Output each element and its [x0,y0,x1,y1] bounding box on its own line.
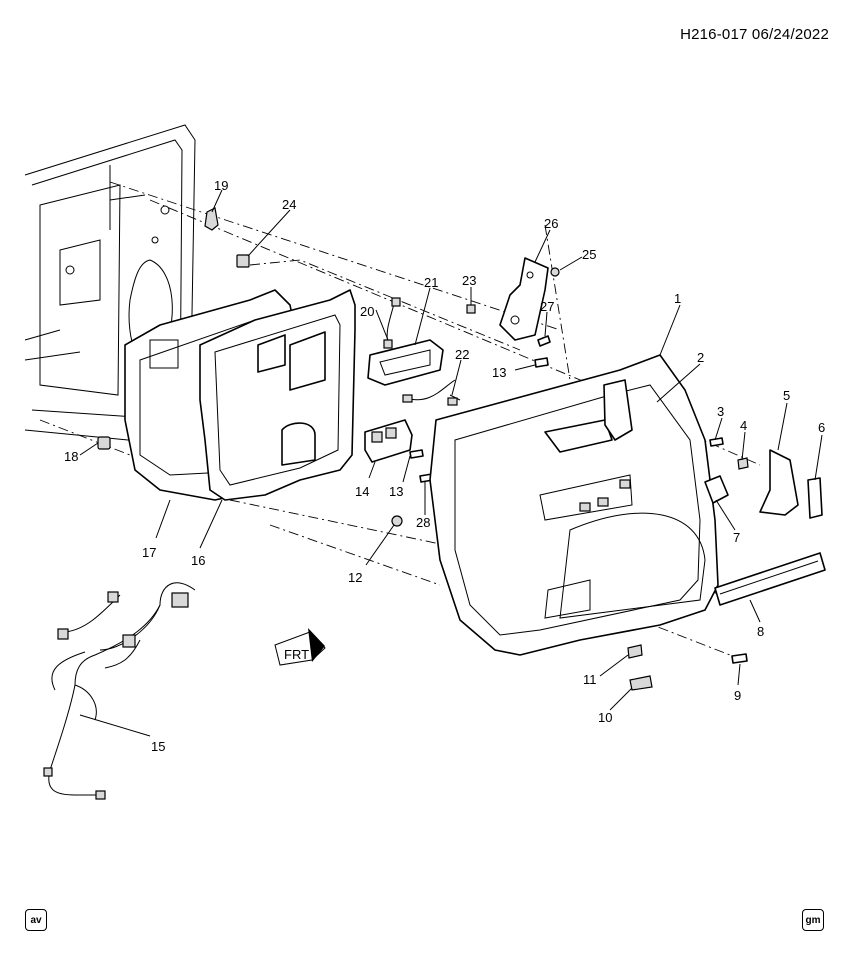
callout-14: 14 [355,484,369,499]
callout-5: 5 [783,388,790,403]
diagram-date: 06/24/2022 [751,26,829,43]
switch-14 [364,419,413,463]
leader-lines [79,189,823,737]
applique-8 [714,552,826,606]
callout-4: 4 [740,418,747,433]
callout-11: 11 [583,672,597,687]
clip-10-11 [627,644,653,691]
wire-connector-20 [383,297,401,349]
av-logo-badge: av [25,909,47,931]
callout-28: 28 [416,515,430,530]
callout-23: 23 [462,273,476,288]
door-handle-21 [367,339,444,386]
callout-19: 19 [214,178,228,193]
nut-25 [550,267,560,277]
front-direction-arrow-icon: FRT [274,628,326,666]
callout-9: 9 [734,688,741,703]
callout-17: 17 [142,545,156,560]
callout-6: 6 [818,420,825,435]
clip-23 [466,304,476,314]
water-deflector [199,289,356,501]
callout-labels: 1 2 3 4 5 6 7 8 9 10 11 12 13 13 14 15 1… [64,178,825,754]
switch-7 [704,475,729,504]
callout-2: 2 [697,350,704,365]
callout-16: 16 [191,553,205,568]
clip-12 [391,515,403,527]
callout-26: 26 [544,216,558,231]
callout-8: 8 [757,624,764,639]
diagram-header: H216-017 06/24/2022 [680,26,829,43]
callout-25: 25 [582,247,596,262]
callout-7: 7 [733,530,740,545]
callout-24: 24 [282,197,296,212]
diagram-code: H216-017 [680,26,748,43]
callout-15: 15 [151,739,165,754]
front-arrow-label: FRT [284,647,309,662]
wire-22 [402,379,461,406]
callout-12: 12 [348,570,362,585]
callout-27: 27 [540,299,554,314]
gm-logo-badge: gm [802,909,824,931]
callout-10: 10 [598,710,612,725]
door-trim-panel [429,354,719,656]
wiring-harness [43,582,196,800]
callout-22: 22 [455,347,469,362]
clip-18 [97,436,111,450]
callout-20: 20 [360,304,374,319]
bracket-26 [499,257,549,341]
callout-13-upper: 13 [492,365,506,380]
trim-bracket-2 [603,379,633,441]
bezel-5 [759,449,799,516]
trim-6 [807,477,823,519]
callout-3: 3 [717,404,724,419]
callout-18: 18 [64,449,78,464]
callout-13-lower: 13 [389,484,403,499]
callout-1: 1 [674,291,681,306]
pad-24 [236,254,250,268]
bracket-19 [204,207,219,231]
callout-21: 21 [424,275,438,290]
clip-4 [737,457,749,470]
